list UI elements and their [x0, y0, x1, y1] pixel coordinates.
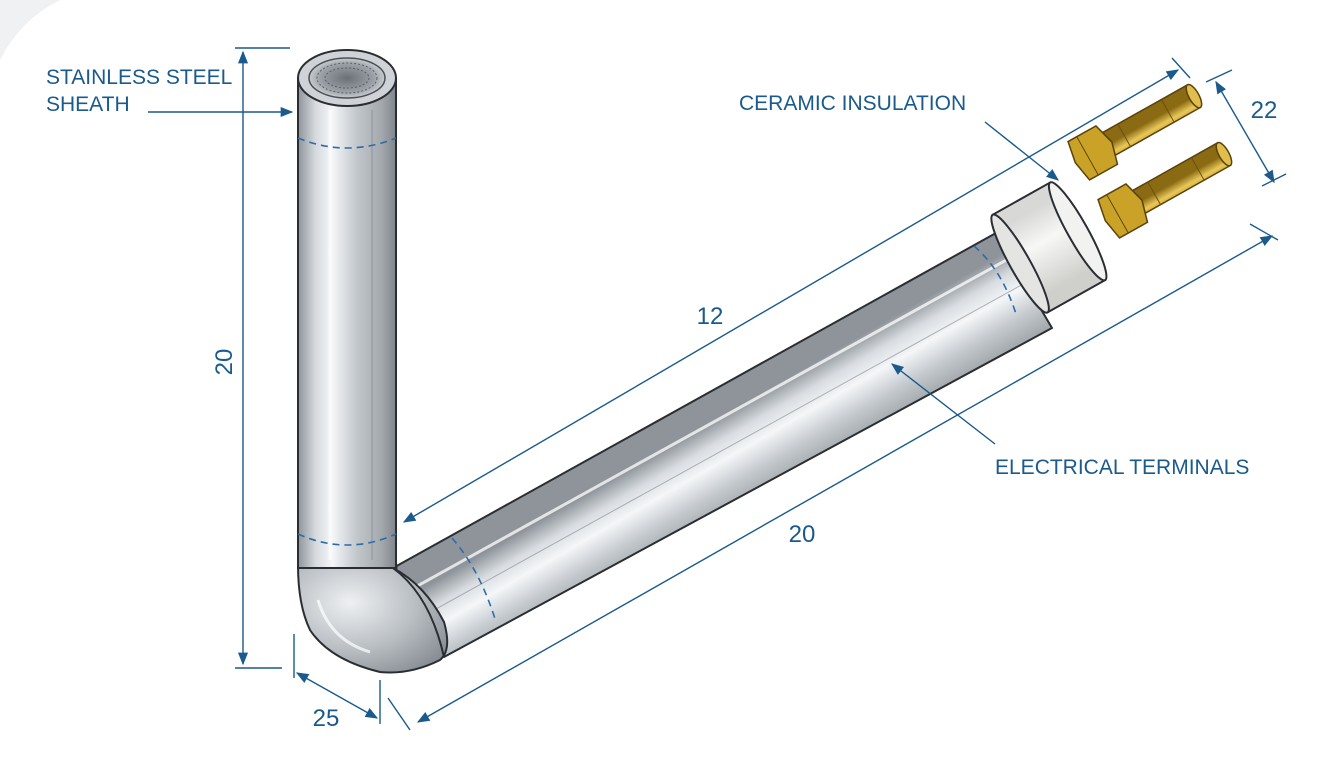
dimension-vertical-height: 20 [211, 349, 238, 376]
dimension-lines [235, 47, 1287, 731]
sheath-label-line2: SHEATH [46, 93, 130, 116]
corner-shadow [0, 0, 60, 60]
vertical-tube [297, 49, 397, 569]
electrical-terminals-label: ELECTRICAL TERMINALS [995, 456, 1249, 479]
diagonal-tube [392, 232, 1053, 658]
dimension-bend-offset: 25 [313, 705, 340, 732]
sheath-label-line1: STAINLESS STEEL [46, 66, 232, 89]
dimension-inner-length: 12 [697, 303, 724, 330]
leader-lines [148, 106, 1059, 445]
dimension-terminal-length: 22 [1251, 97, 1278, 124]
dimension-outer-length: 20 [789, 521, 816, 548]
ceramic-insulation-label: CERAMIC INSULATION [739, 92, 966, 115]
